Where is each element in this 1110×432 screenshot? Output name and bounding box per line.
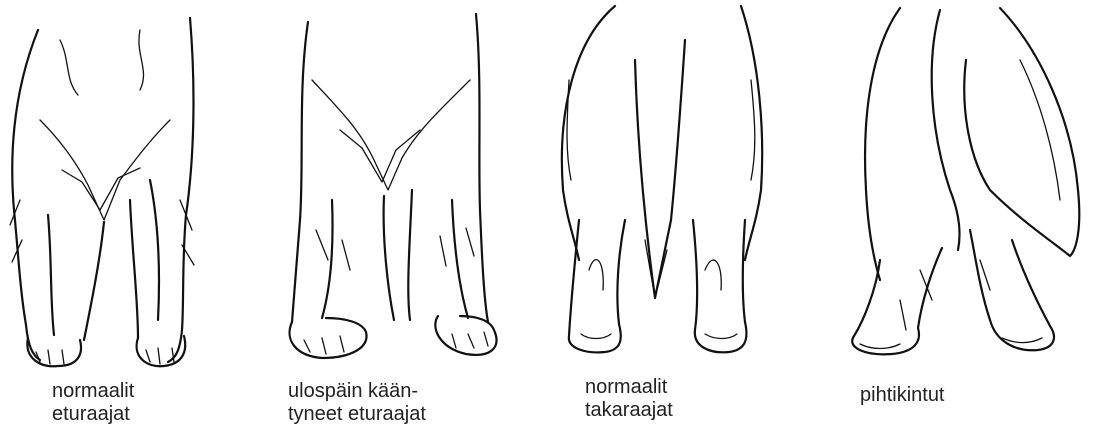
caption-line: takaraajat bbox=[585, 399, 673, 422]
caption-line: pihtikintut bbox=[860, 384, 945, 407]
caption-normal-front: normaalit eturaajat bbox=[52, 380, 134, 426]
caption-east-west-front: ulospäin kään- tyneet eturaajat bbox=[288, 380, 426, 426]
figure-east-west-front: ulospäin kään- tyneet eturaajat bbox=[270, 0, 520, 432]
figure-cow-hocked-rear: pihtikintut bbox=[840, 0, 1100, 432]
caption-line: normaalit bbox=[585, 376, 673, 399]
normal-rear-legs-drawing bbox=[545, 0, 775, 370]
caption-line: eturaajat bbox=[52, 403, 134, 426]
east-west-front-legs-drawing bbox=[270, 0, 520, 370]
figure-normal-front: normaalit eturaajat bbox=[0, 0, 210, 432]
caption-line: tyneet eturaajat bbox=[288, 403, 426, 426]
cow-hocked-rear-legs-drawing bbox=[840, 0, 1100, 370]
caption-cow-hocked-rear: pihtikintut bbox=[860, 384, 945, 407]
figure-normal-rear: normaalit takaraajat bbox=[545, 0, 775, 432]
caption-line: ulospäin kään- bbox=[288, 380, 426, 403]
caption-normal-rear: normaalit takaraajat bbox=[585, 376, 673, 422]
normal-front-legs-drawing bbox=[0, 0, 210, 370]
caption-line: normaalit bbox=[52, 380, 134, 403]
